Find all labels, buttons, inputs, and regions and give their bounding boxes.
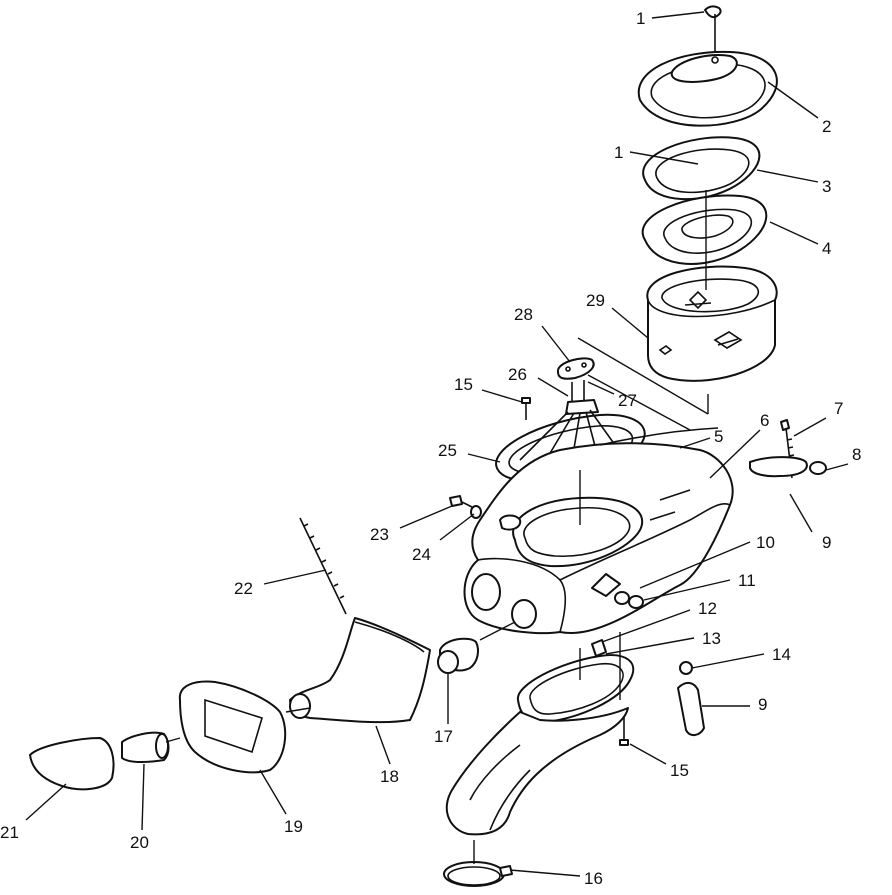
callout-25: 25 [438, 441, 457, 460]
callout-labels: 1 2 1 3 4 28 29 26 15 27 5 6 7 25 8 23 9… [0, 9, 861, 888]
part-hose-clamp [443, 861, 513, 887]
part-intake-frame [178, 680, 287, 774]
part-airbox-body [463, 442, 734, 635]
callout-15-upper: 15 [454, 375, 473, 394]
callout-1-top: 1 [636, 9, 645, 28]
callout-10: 10 [756, 533, 775, 552]
callout-9-upper: 9 [822, 533, 831, 552]
callout-13: 13 [702, 629, 721, 648]
callout-29: 29 [586, 291, 605, 310]
callout-12: 12 [698, 599, 717, 618]
callout-26: 26 [508, 365, 527, 384]
callout-leaders [25, 11, 849, 877]
part-screw-upper [521, 397, 531, 420]
callout-23: 23 [370, 525, 389, 544]
callout-5: 5 [714, 427, 723, 446]
callout-27: 27 [618, 391, 637, 410]
callout-21: 21 [0, 823, 19, 842]
part-intake-boot [289, 617, 431, 724]
callout-3: 3 [822, 177, 831, 196]
callout-16: 16 [584, 869, 603, 888]
callout-20: 20 [130, 833, 149, 852]
part-breather-hose [749, 456, 827, 478]
callout-8: 8 [852, 445, 861, 464]
callout-1-mid: 1 [614, 143, 623, 162]
callout-24: 24 [412, 545, 431, 564]
callout-17: 17 [434, 727, 453, 746]
callout-4: 4 [822, 239, 831, 258]
callout-19: 19 [284, 817, 303, 836]
part-filter-plate [641, 194, 768, 265]
callout-11: 11 [738, 571, 756, 590]
part-seal-strip [599, 427, 719, 446]
part-fittings [591, 639, 693, 675]
callout-14: 14 [772, 645, 791, 664]
part-grommets [591, 573, 644, 609]
part-lower-duct [445, 654, 635, 836]
callout-9-lower: 9 [758, 695, 767, 714]
callout-18: 18 [380, 767, 399, 786]
part-long-bolt [299, 517, 347, 615]
part-mount-plate [557, 357, 595, 380]
callout-6: 6 [760, 411, 769, 430]
callout-2: 2 [822, 117, 831, 136]
part-wing-nut-top [704, 5, 722, 58]
callout-28: 28 [514, 305, 533, 324]
part-gasket-ring [642, 136, 761, 201]
part-screw-washer [449, 495, 482, 519]
assembly-guide-lines [165, 190, 709, 864]
callout-15-lower: 15 [670, 761, 689, 780]
part-drain-hose [677, 682, 705, 736]
part-inlet-cap [29, 737, 115, 791]
callout-22: 22 [234, 579, 253, 598]
callout-7: 7 [834, 399, 843, 418]
part-air-filter-element [646, 265, 778, 382]
part-coupler [437, 637, 479, 674]
part-airbox-cover [637, 50, 778, 127]
part-small-tube [121, 731, 170, 763]
